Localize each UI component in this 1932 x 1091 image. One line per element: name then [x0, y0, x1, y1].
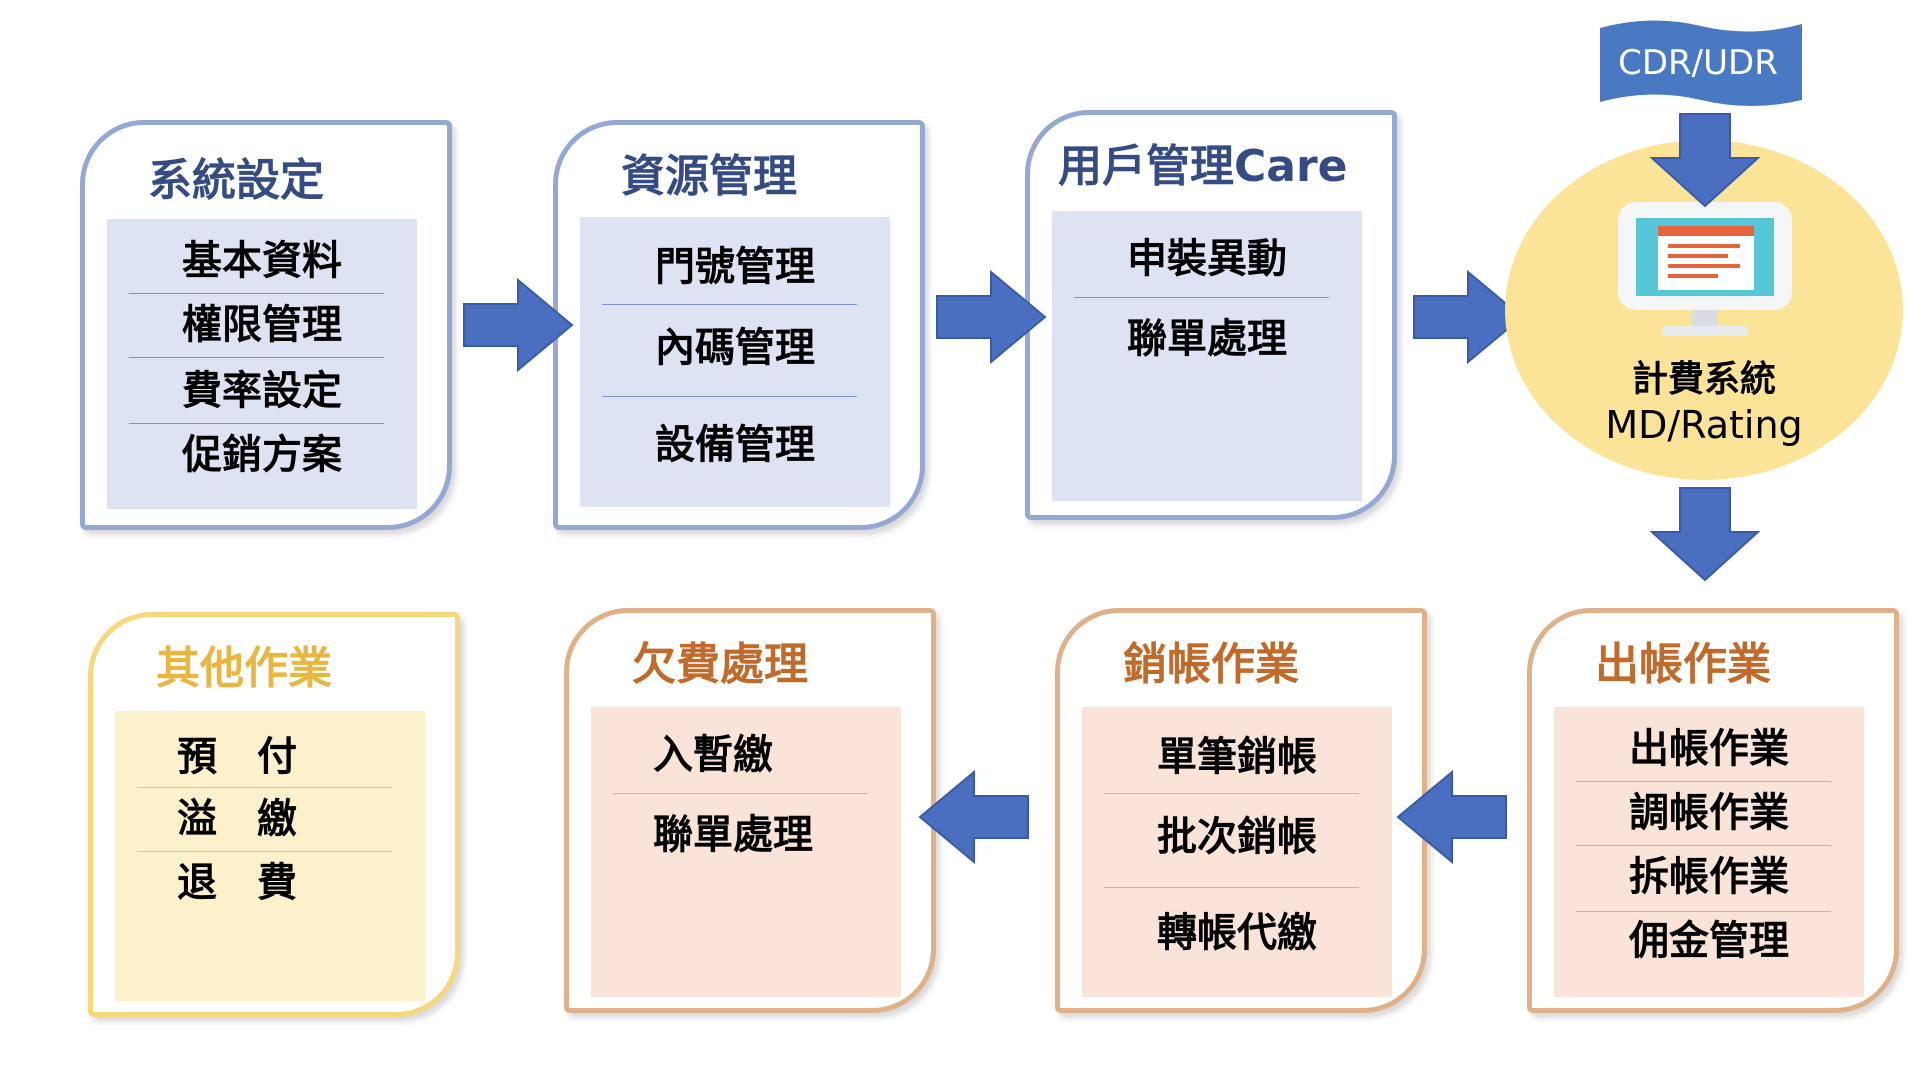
list-item: 促銷方案 — [182, 432, 342, 478]
list-item: 單筆銷帳 — [1157, 734, 1317, 780]
list-item: 轉帳代繳 — [1157, 910, 1317, 956]
card-write-off: 銷帳作業 單筆銷帳 批次銷帳 轉帳代繳 — [1055, 608, 1427, 1013]
list-item: 內碼管理 — [655, 325, 815, 371]
separator — [613, 793, 868, 794]
arrow-right-icon — [463, 278, 574, 372]
card-panel: 門號管理 內碼管理 設備管理 — [580, 217, 890, 507]
list-item: 聯單處理 — [1127, 316, 1287, 362]
card-title: 銷帳作業 — [1123, 639, 1299, 690]
list-item: 申裝異動 — [1127, 236, 1287, 282]
separator — [137, 851, 392, 852]
arrow-left-icon — [1396, 770, 1507, 864]
card-resource-management: 資源管理 門號管理 內碼管理 設備管理 — [553, 120, 925, 530]
card-title: 資源管理 — [621, 151, 797, 202]
list-item: 佣金管理 — [1629, 918, 1789, 964]
card-panel: 入暫繳 聯單處理 — [591, 707, 901, 997]
source-banner-label: CDR/UDR — [1618, 43, 1778, 83]
separator — [129, 423, 384, 424]
list-item: 費率設定 — [182, 368, 342, 414]
card-title: 出帳作業 — [1595, 639, 1771, 690]
list-item: 出帳作業 — [1629, 726, 1789, 772]
list-item: 拆帳作業 — [1629, 854, 1789, 900]
separator — [1576, 845, 1831, 846]
list-item: 溢 繳 — [177, 796, 297, 842]
separator — [137, 787, 392, 788]
separator — [1576, 911, 1831, 912]
card-panel: 單筆銷帳 批次銷帳 轉帳代繳 — [1082, 707, 1392, 997]
list-item: 退 費 — [177, 860, 297, 906]
card-other-operations: 其他作業 預 付 溢 繳 退 費 — [88, 612, 460, 1017]
banner-icon — [1600, 20, 1802, 106]
arrow-right-icon — [936, 270, 1047, 364]
list-item: 入暫繳 — [653, 732, 773, 778]
card-customer-care: 用戶管理Care 申裝異動 聯單處理 — [1025, 110, 1397, 520]
arrow-left-icon — [918, 770, 1029, 864]
card-arrears: 欠費處理 入暫繳 聯單處理 — [564, 608, 936, 1013]
arrow-right-icon — [1413, 270, 1524, 364]
list-item: 門號管理 — [655, 244, 815, 290]
list-item: 權限管理 — [182, 302, 342, 348]
card-title: 其他作業 — [156, 643, 332, 694]
list-item: 調帳作業 — [1629, 790, 1789, 836]
card-panel: 申裝異動 聯單處理 — [1052, 211, 1362, 501]
separator — [1576, 781, 1831, 782]
separator — [602, 396, 857, 397]
card-panel: 預 付 溢 繳 退 費 — [115, 711, 425, 1001]
arrow-down-icon — [1650, 113, 1760, 208]
separator — [1074, 297, 1329, 298]
rating-label-line2: MD/Rating — [1605, 403, 1803, 447]
list-item: 基本資料 — [182, 238, 342, 284]
card-billing: 出帳作業 出帳作業 調帳作業 拆帳作業 佣金管理 — [1527, 608, 1899, 1013]
arrow-down-icon — [1650, 487, 1760, 582]
card-title: 用戶管理Care — [1058, 141, 1348, 192]
separator — [1104, 887, 1359, 888]
card-title: 系統設定 — [148, 155, 324, 206]
separator — [602, 304, 857, 305]
monitor-icon — [1618, 202, 1792, 336]
separator — [129, 357, 384, 358]
card-title: 欠費處理 — [632, 639, 808, 690]
card-panel: 基本資料 權限管理 費率設定 促銷方案 — [107, 219, 417, 509]
list-item: 預 付 — [177, 734, 297, 780]
list-item: 聯單處理 — [653, 812, 813, 858]
separator — [129, 293, 384, 294]
card-panel: 出帳作業 調帳作業 拆帳作業 佣金管理 — [1554, 707, 1864, 997]
list-item: 設備管理 — [655, 422, 815, 468]
card-system-settings: 系統設定 基本資料 權限管理 費率設定 促銷方案 — [80, 120, 452, 530]
list-item: 批次銷帳 — [1157, 814, 1317, 860]
rating-label-line1: 計費系統 — [1631, 359, 1776, 400]
separator — [1104, 793, 1359, 794]
